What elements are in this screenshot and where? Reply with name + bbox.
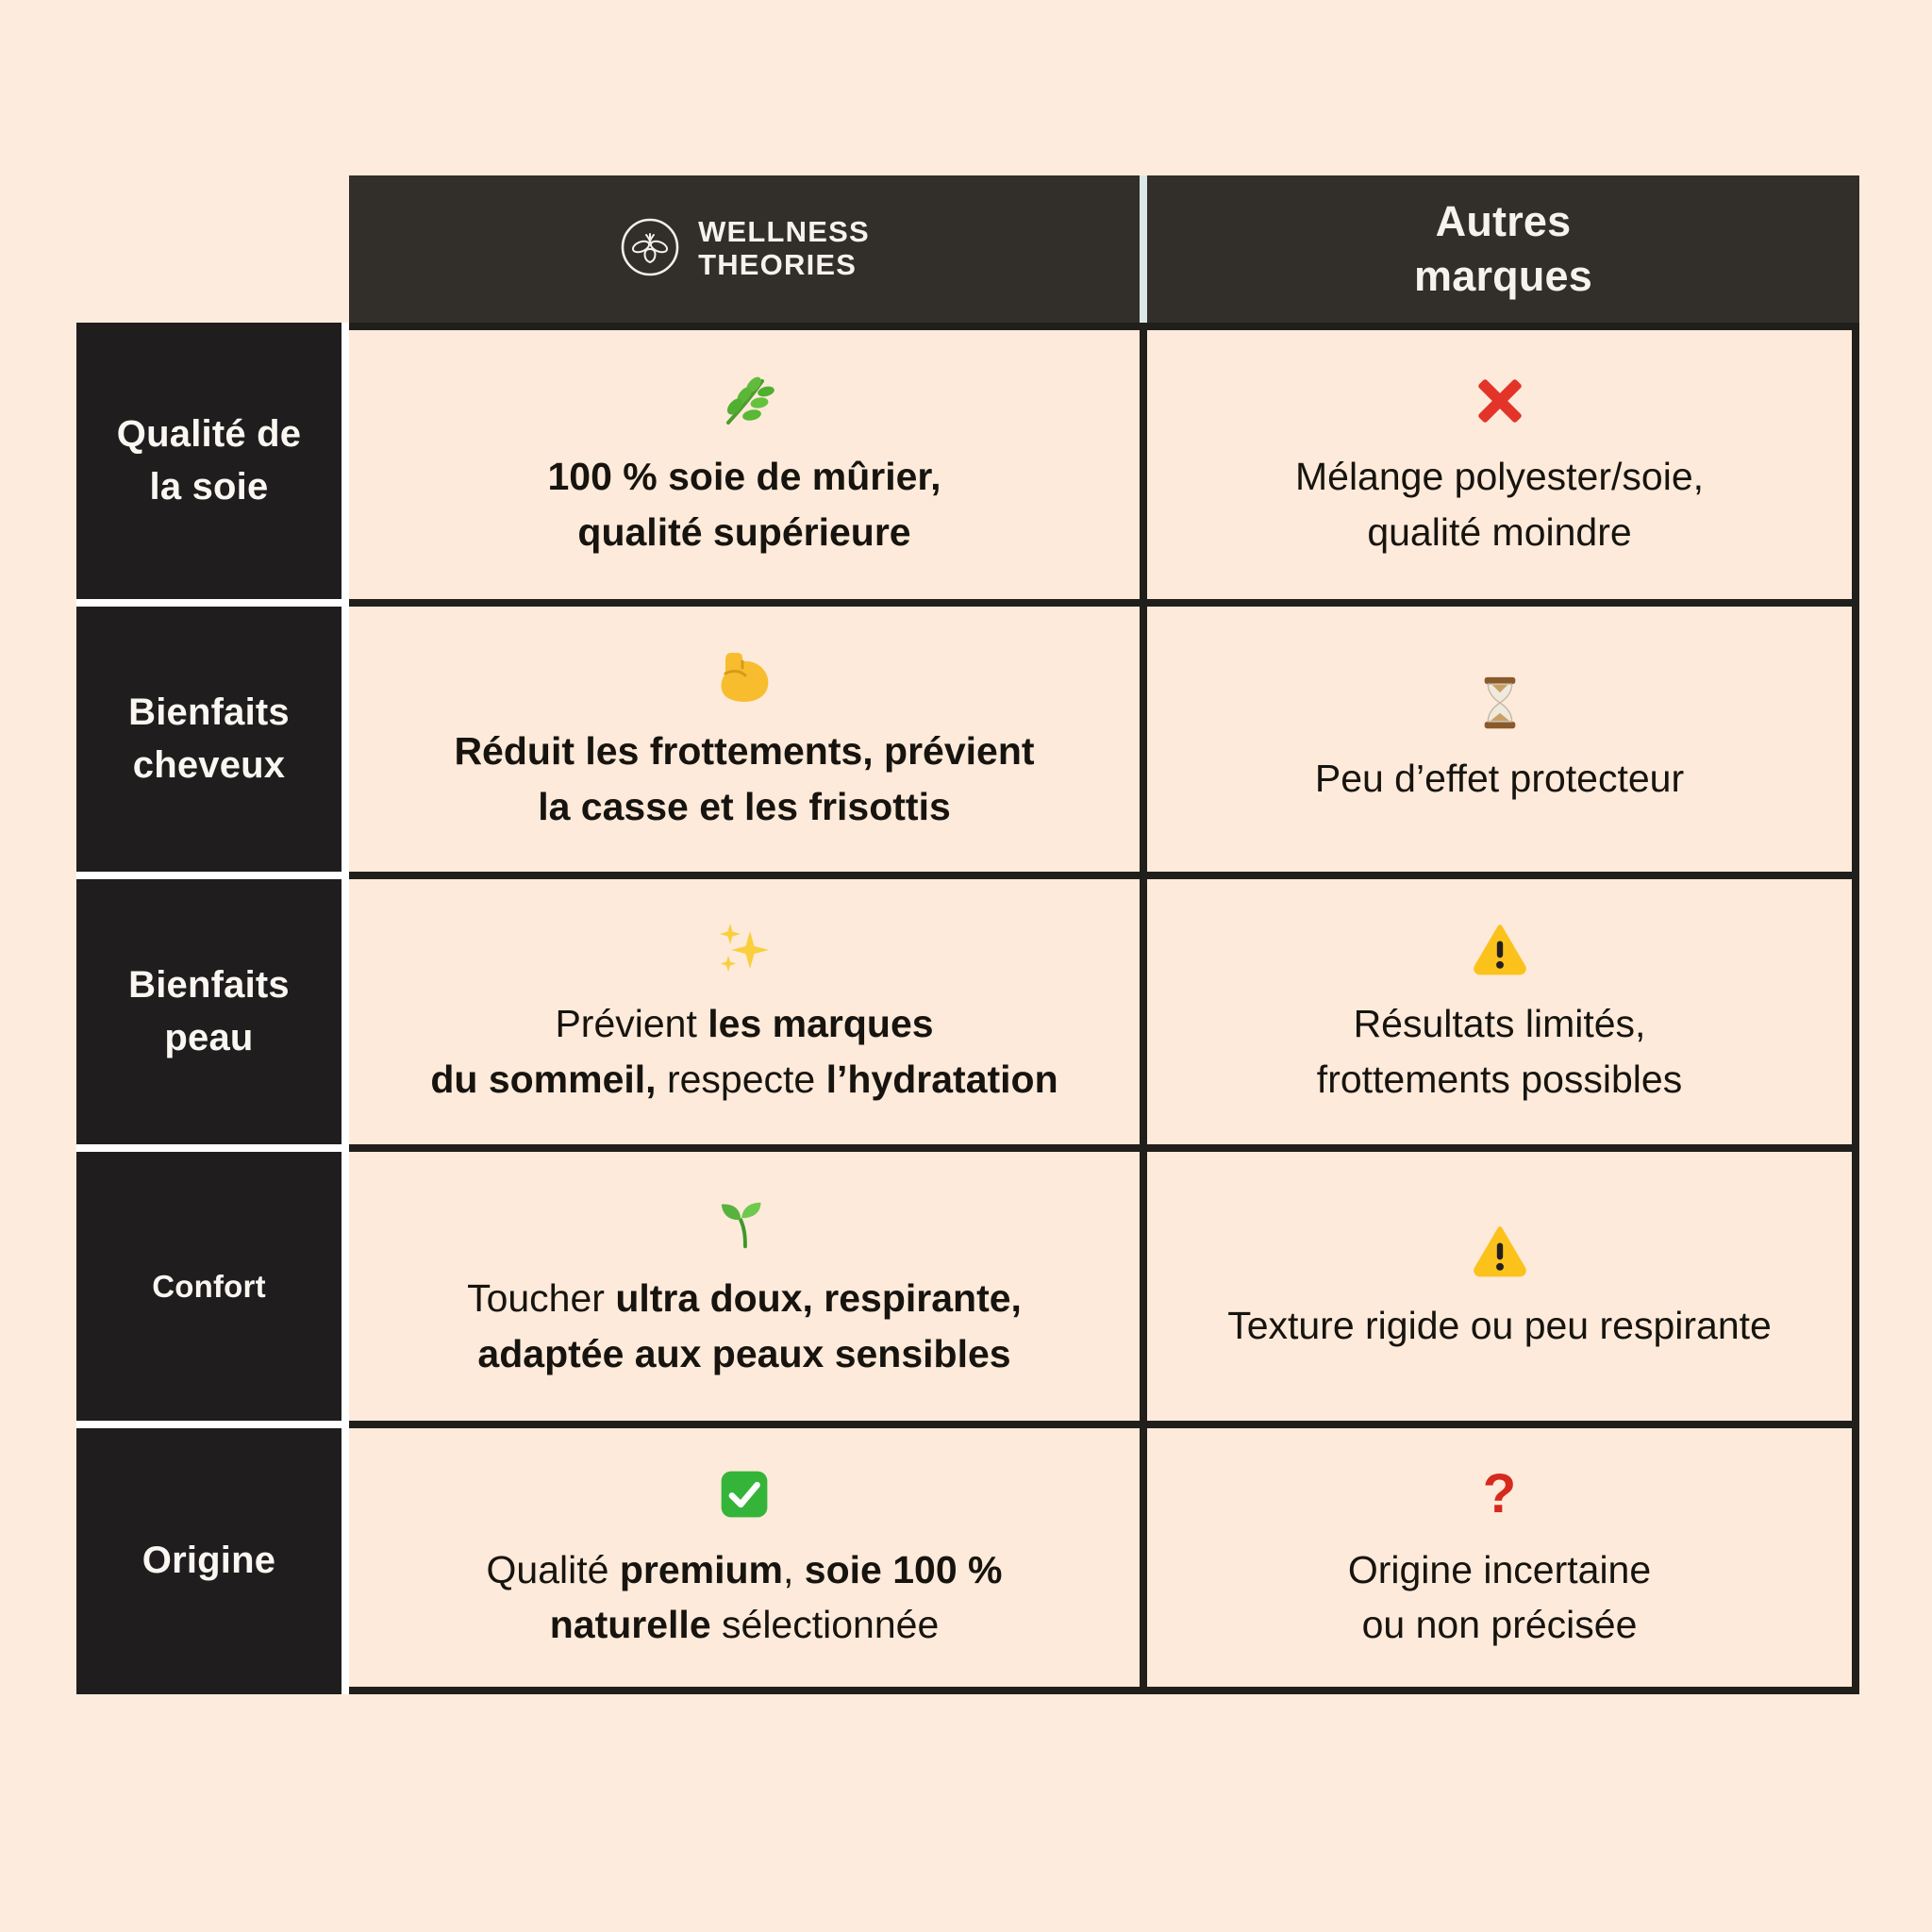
cell-text: Résultats limités,frottements possibles <box>1316 1002 1683 1101</box>
cell-text: Toucher ultra doux, respirante,adaptée a… <box>467 1276 1022 1375</box>
cell-text: Texture rigide ou peu respirante <box>1227 1304 1772 1348</box>
warning-icon <box>1471 917 1529 979</box>
brand-cell-row-1: 100 % soie de mûrier,qualité supérieure <box>349 330 1140 599</box>
row-label-4: Confort <box>76 1152 341 1421</box>
other-cell-row-2: Peu d’effet protecteur <box>1147 607 1852 872</box>
header-other-cell: Autres marques <box>1147 175 1859 323</box>
other-cell-row-1: Mélange polyester/soie,qualité moindre <box>1147 330 1852 599</box>
check-icon <box>716 1463 773 1525</box>
cell-text: Peu d’effet protecteur <box>1314 757 1685 801</box>
row-label-5: Origine <box>76 1428 341 1694</box>
header-column-divider <box>1140 175 1147 323</box>
brand-name-line2: THEORIES <box>698 248 858 281</box>
seedling-icon <box>715 1191 774 1254</box>
header-brand-cell: WELLNESS THEORIES <box>349 175 1140 323</box>
cross-icon <box>1471 370 1529 432</box>
question-icon: ? <box>1482 1462 1517 1524</box>
cell-text: Mélange polyester/soie,qualité moindre <box>1294 455 1705 554</box>
other-brands-line2: marques <box>1414 252 1592 300</box>
cell-text: Qualité premium, soie 100 %naturelle sél… <box>486 1547 1003 1646</box>
content-grid: WELLNESS THEORIES Autres marques 100 % s… <box>349 175 1859 1694</box>
bee-logo-icon <box>619 216 681 283</box>
brand-cell-row-5: Qualité premium, soie 100 %naturelle sél… <box>349 1428 1140 1687</box>
brand-name-line1: WELLNESS <box>698 215 870 249</box>
warning-icon <box>1471 1219 1529 1281</box>
other-cell-row-4: Texture rigide ou peu respirante <box>1147 1152 1852 1421</box>
brand-cell-row-4: Toucher ultra doux, respirante,adaptée a… <box>349 1152 1140 1421</box>
cell-text: 100 % soie de mûrier,qualité supérieure <box>547 455 941 554</box>
herb-icon <box>714 370 774 432</box>
hourglass-icon <box>1473 672 1527 734</box>
other-brands-line1: Autres <box>1435 196 1572 245</box>
biceps-icon <box>714 644 774 707</box>
other-cell-row-3: Résultats limités,frottements possibles <box>1147 879 1852 1144</box>
sparkles-icon <box>714 917 774 979</box>
